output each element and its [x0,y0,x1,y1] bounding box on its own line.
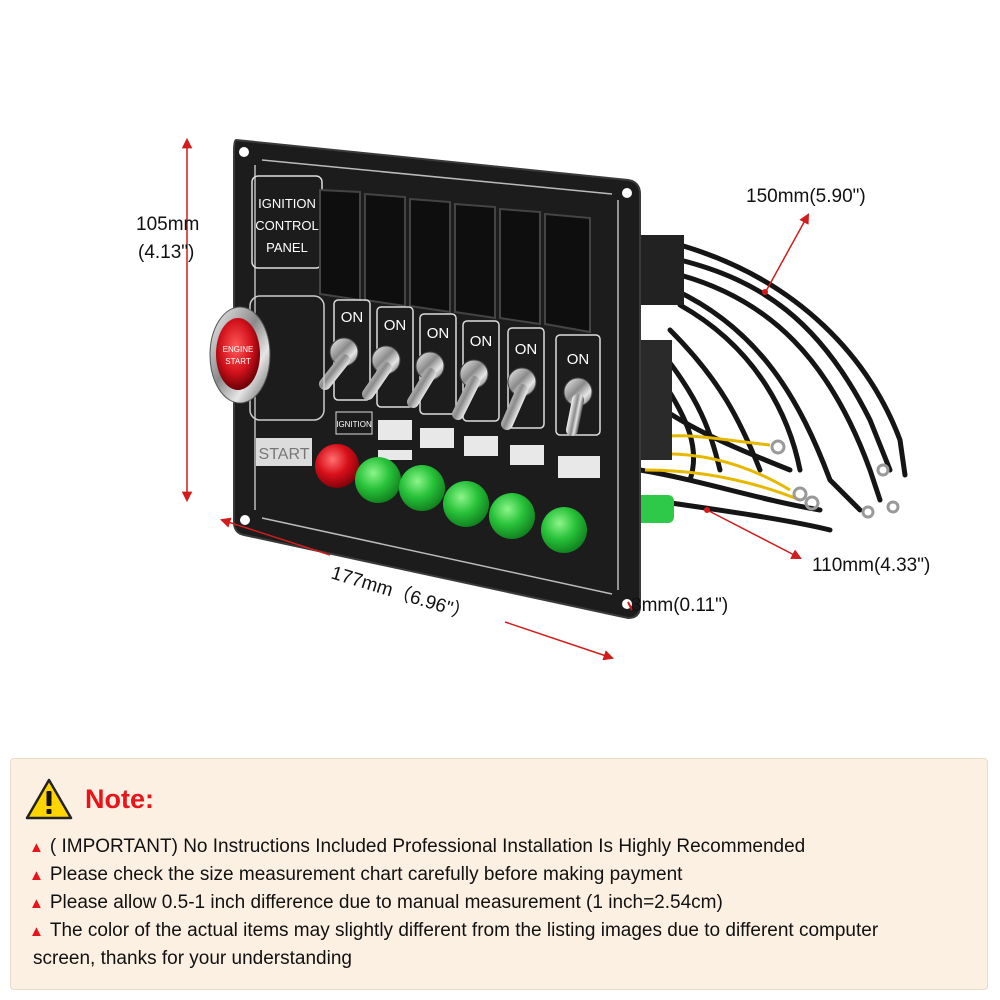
thickness-label: 3mm(0.11") [631,595,728,616]
note-text: Please check the size measurement chart … [49,864,683,885]
wire-bundle [637,242,908,533]
switch-on-label: ON [515,341,538,358]
button-text-start: START [225,357,251,366]
switch-on-label: ON [427,325,450,342]
ignition-label: IGNITION [336,420,372,429]
green-led-rear [632,495,674,523]
note-line: ▲ Please allow 0.5-1 inch difference due … [29,889,723,918]
note-line: ▲ Please check the size measurement chart… [29,861,682,890]
mount-hole [239,147,249,157]
note-box: Note: ▲ ( IMPORTANT) No Instructions Incl… [10,758,988,990]
wire-side-label: 110mm(4.33") [812,555,930,576]
panel-label-line3: PANEL [266,240,308,255]
note-text: screen, thanks for your understanding [33,948,352,969]
width-arrow-left [220,517,331,556]
bullet-triangle-icon: ▲ [29,839,44,856]
wire-side-arrow [706,509,802,559]
start-label: START [259,446,310,463]
mount-hole [240,515,250,525]
wire-side-dot [704,507,710,513]
note-text: The color of the actual items may slight… [49,920,879,941]
bullet-triangle-icon: ▲ [29,923,44,940]
thickness-arrow [627,601,633,611]
blank-labels [378,420,600,478]
ring-terminals [770,439,900,519]
height-in-label: (4.13") [138,242,194,263]
note-title: Note: [85,783,154,814]
relay-block [636,235,684,305]
note-text: ( IMPORTANT) No Instructions Included Pr… [49,836,806,857]
panel-border-line [254,159,619,595]
mount-hole [622,188,632,198]
button-text-engine: ENGINE [223,345,254,354]
bullet-triangle-icon: ▲ [29,895,44,912]
green-indicator-leds [355,457,587,553]
engine-start-button[interactable] [216,318,260,390]
warning-icon [25,778,73,820]
height-mm-label: 105mm [136,214,199,235]
bullet-triangle-icon: ▲ [29,867,44,884]
wire-top-arrow [764,213,810,294]
note-line: ▲ The color of the actual items may sligh… [29,917,878,946]
note-text: Please allow 0.5-1 inch difference due t… [49,892,723,913]
note-line: ▲ ( IMPORTANT) No Instructions Included P… [29,833,805,862]
note-header: Note: [25,777,154,821]
switch-on-label: ON [341,309,364,326]
wire-top-dot [762,289,768,295]
safety-covers [319,188,591,334]
switch-on-label: ON [470,333,493,350]
note-line: screen, thanks for your understanding [33,945,352,973]
ignition-label-box [335,411,373,435]
switch-on-label: ON [567,351,590,368]
start-label-plate [256,438,312,466]
panel-label-line2: CONTROL [255,218,319,233]
wire-top-label: 150mm(5.90") [746,186,866,207]
red-indicator-led [315,444,359,488]
product-photo: IGNITION CONTROL PANEL ON ON ON ON ON ON [136,137,930,661]
switch-on-label: ON [384,317,407,334]
panel-label-line1: IGNITION [258,196,316,211]
width-arrow-right [504,621,614,661]
toggle-switches[interactable] [319,337,593,436]
